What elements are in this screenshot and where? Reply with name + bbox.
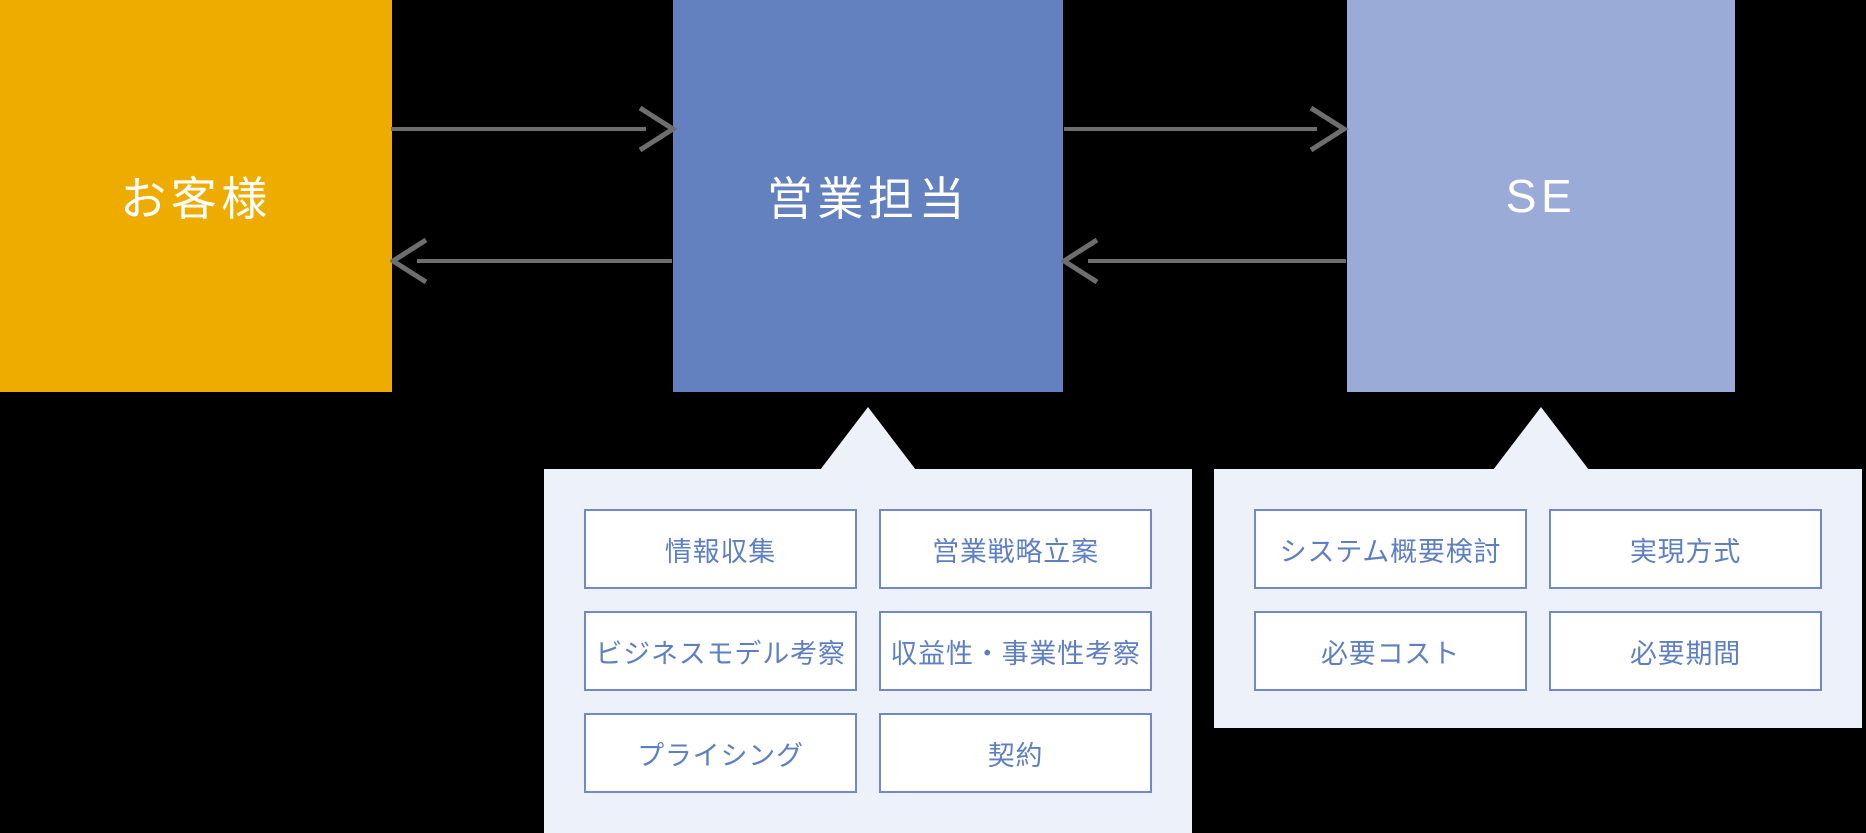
task-item: 収益性・事業性考察 [879, 611, 1152, 691]
task-item-label: 必要期間 [1629, 638, 1742, 669]
task-item: ビジネスモデル考察 [584, 611, 857, 691]
task-item-label: システム概要検討 [1279, 536, 1502, 567]
task-item-label: ビジネスモデル考察 [595, 638, 846, 669]
task-item: 営業戦略立案 [879, 509, 1152, 589]
sales-label: 営業担当 [766, 173, 970, 225]
task-item-label: 実現方式 [1629, 536, 1742, 567]
task-item: プライシング [584, 713, 857, 793]
task-item: 契約 [879, 713, 1152, 793]
task-item-label: 営業戦略立案 [932, 536, 1099, 567]
task-item: 必要期間 [1549, 611, 1822, 691]
arrow-right-sales-to-se-icon [1061, 104, 1349, 154]
sales-panel-pointer-icon [820, 407, 916, 470]
arrow-left-sales-to-customer-icon [390, 236, 675, 286]
task-item-label: 情報収集 [664, 536, 777, 567]
se-panel-pointer-icon [1493, 407, 1589, 470]
customer-label: お客様 [120, 173, 272, 225]
task-item: 実現方式 [1549, 509, 1822, 589]
task-item-label: 契約 [987, 740, 1044, 771]
task-item-label: 必要コスト [1320, 638, 1461, 669]
task-item-label: 収益性・事業性考察 [890, 638, 1141, 669]
se-label: SE [1505, 170, 1577, 222]
task-item-label: プライシング [637, 740, 804, 771]
task-item: 必要コスト [1254, 611, 1527, 691]
arrow-left-se-to-sales-icon [1061, 236, 1349, 286]
se-box: SE [1347, 0, 1735, 392]
arrow-right-customer-to-sales-icon [388, 104, 678, 154]
se-tasks-panel: システム概要検討 実現方式 必要コスト 必要期間 [1214, 469, 1862, 728]
sales-box: 営業担当 [673, 0, 1063, 392]
customer-box: お客様 [0, 0, 392, 392]
task-item: 情報収集 [584, 509, 857, 589]
sales-tasks-panel: 情報収集 営業戦略立案 ビジネスモデル考察 収益性・事業性考察 プライシング 契… [544, 469, 1192, 833]
task-item: システム概要検討 [1254, 509, 1527, 589]
